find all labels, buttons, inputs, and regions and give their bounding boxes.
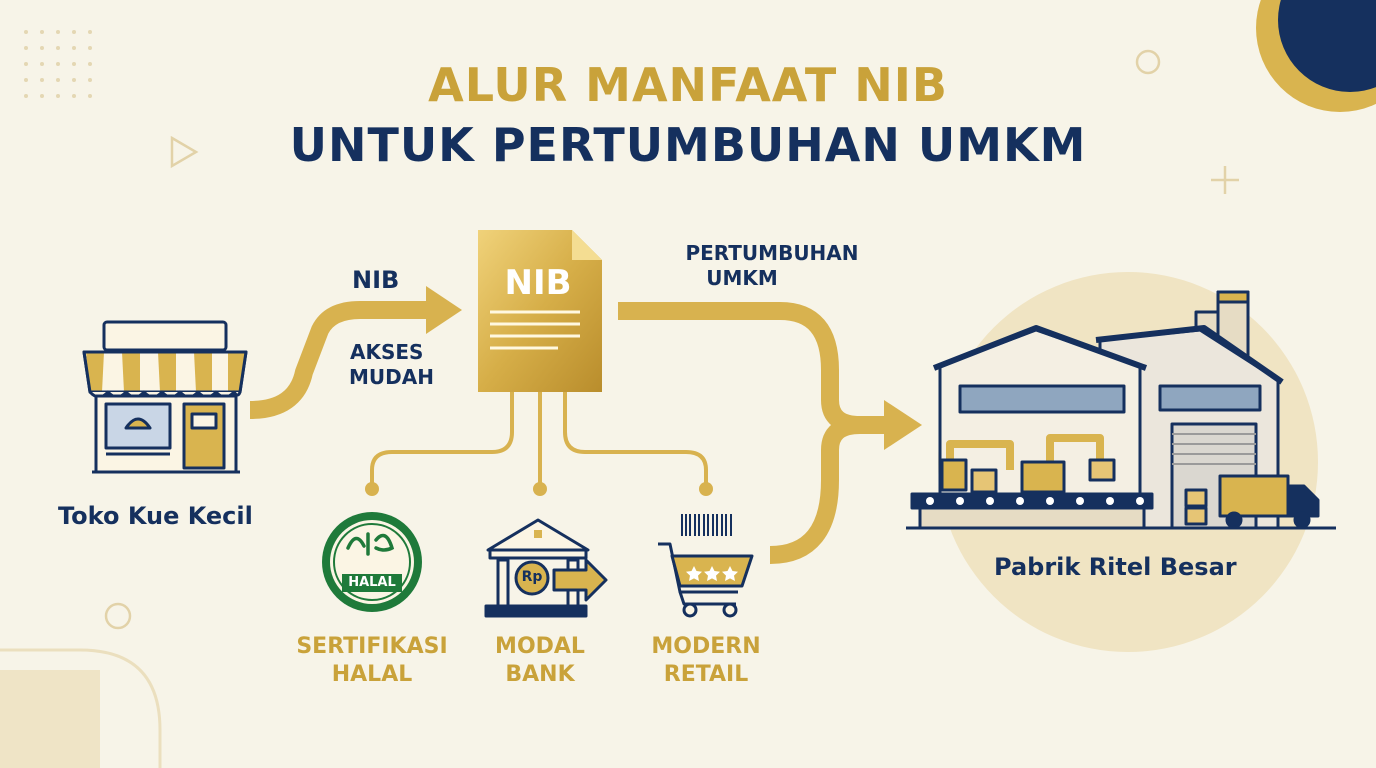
shop-to-nib-arrow [249, 301, 430, 419]
benefit-halal-line-2: HALAL [331, 662, 413, 687]
factory-arrowhead [884, 400, 922, 450]
benefit-halal-line-1: SERTIFIKASI [296, 634, 448, 659]
growth-label-line-1: PERTUMBUHAN [685, 241, 859, 265]
connector-dot-retail [699, 482, 713, 496]
plus-decor [1211, 166, 1239, 194]
growth-label-line-2: UMKM [706, 266, 778, 290]
nib-document-label: NIB [504, 263, 572, 303]
corner-arc-decor [0, 648, 162, 768]
small-ring-decor [1135, 49, 1161, 75]
connector-dot-halal [365, 482, 379, 496]
barcode-icon [681, 514, 732, 536]
triangle-decor [170, 135, 199, 169]
corner-navy-circle-decor [1278, 0, 1376, 92]
benefit-bank-line-1: MODAL [495, 634, 585, 659]
dot-grid-decor [24, 30, 92, 98]
corner-block-decor [0, 670, 100, 768]
benefits-to-factory-arrow [769, 416, 861, 564]
benefit-bank-line-2: BANK [505, 662, 575, 687]
start-label: Toko Kue Kecil [58, 502, 253, 530]
shop-to-nib-arrowhead [426, 286, 462, 334]
end-label: Pabrik Ritel Besar [994, 553, 1237, 581]
nib-document-icon [478, 230, 602, 392]
arrow-label-mudah: MUDAH [349, 365, 434, 389]
arrow-label-nib: NIB [352, 266, 400, 294]
benefit-retail-line-2: RETAIL [663, 662, 749, 687]
bank-coin-text: Rp [521, 569, 543, 585]
small-ring-decor-2 [104, 602, 132, 630]
benefit-retail-line-1: MODERN [651, 634, 761, 659]
halal-badge-text: HALAL [348, 575, 396, 590]
connector-dot-bank [533, 482, 547, 496]
arrow-label-akses: AKSES [350, 340, 424, 364]
title-line-1: ALUR MANFAAT NIB [428, 58, 948, 112]
title-line-2: UNTUK PERTUMBUHAN UMKM [289, 118, 1087, 172]
benefit-connectors [370, 392, 708, 488]
